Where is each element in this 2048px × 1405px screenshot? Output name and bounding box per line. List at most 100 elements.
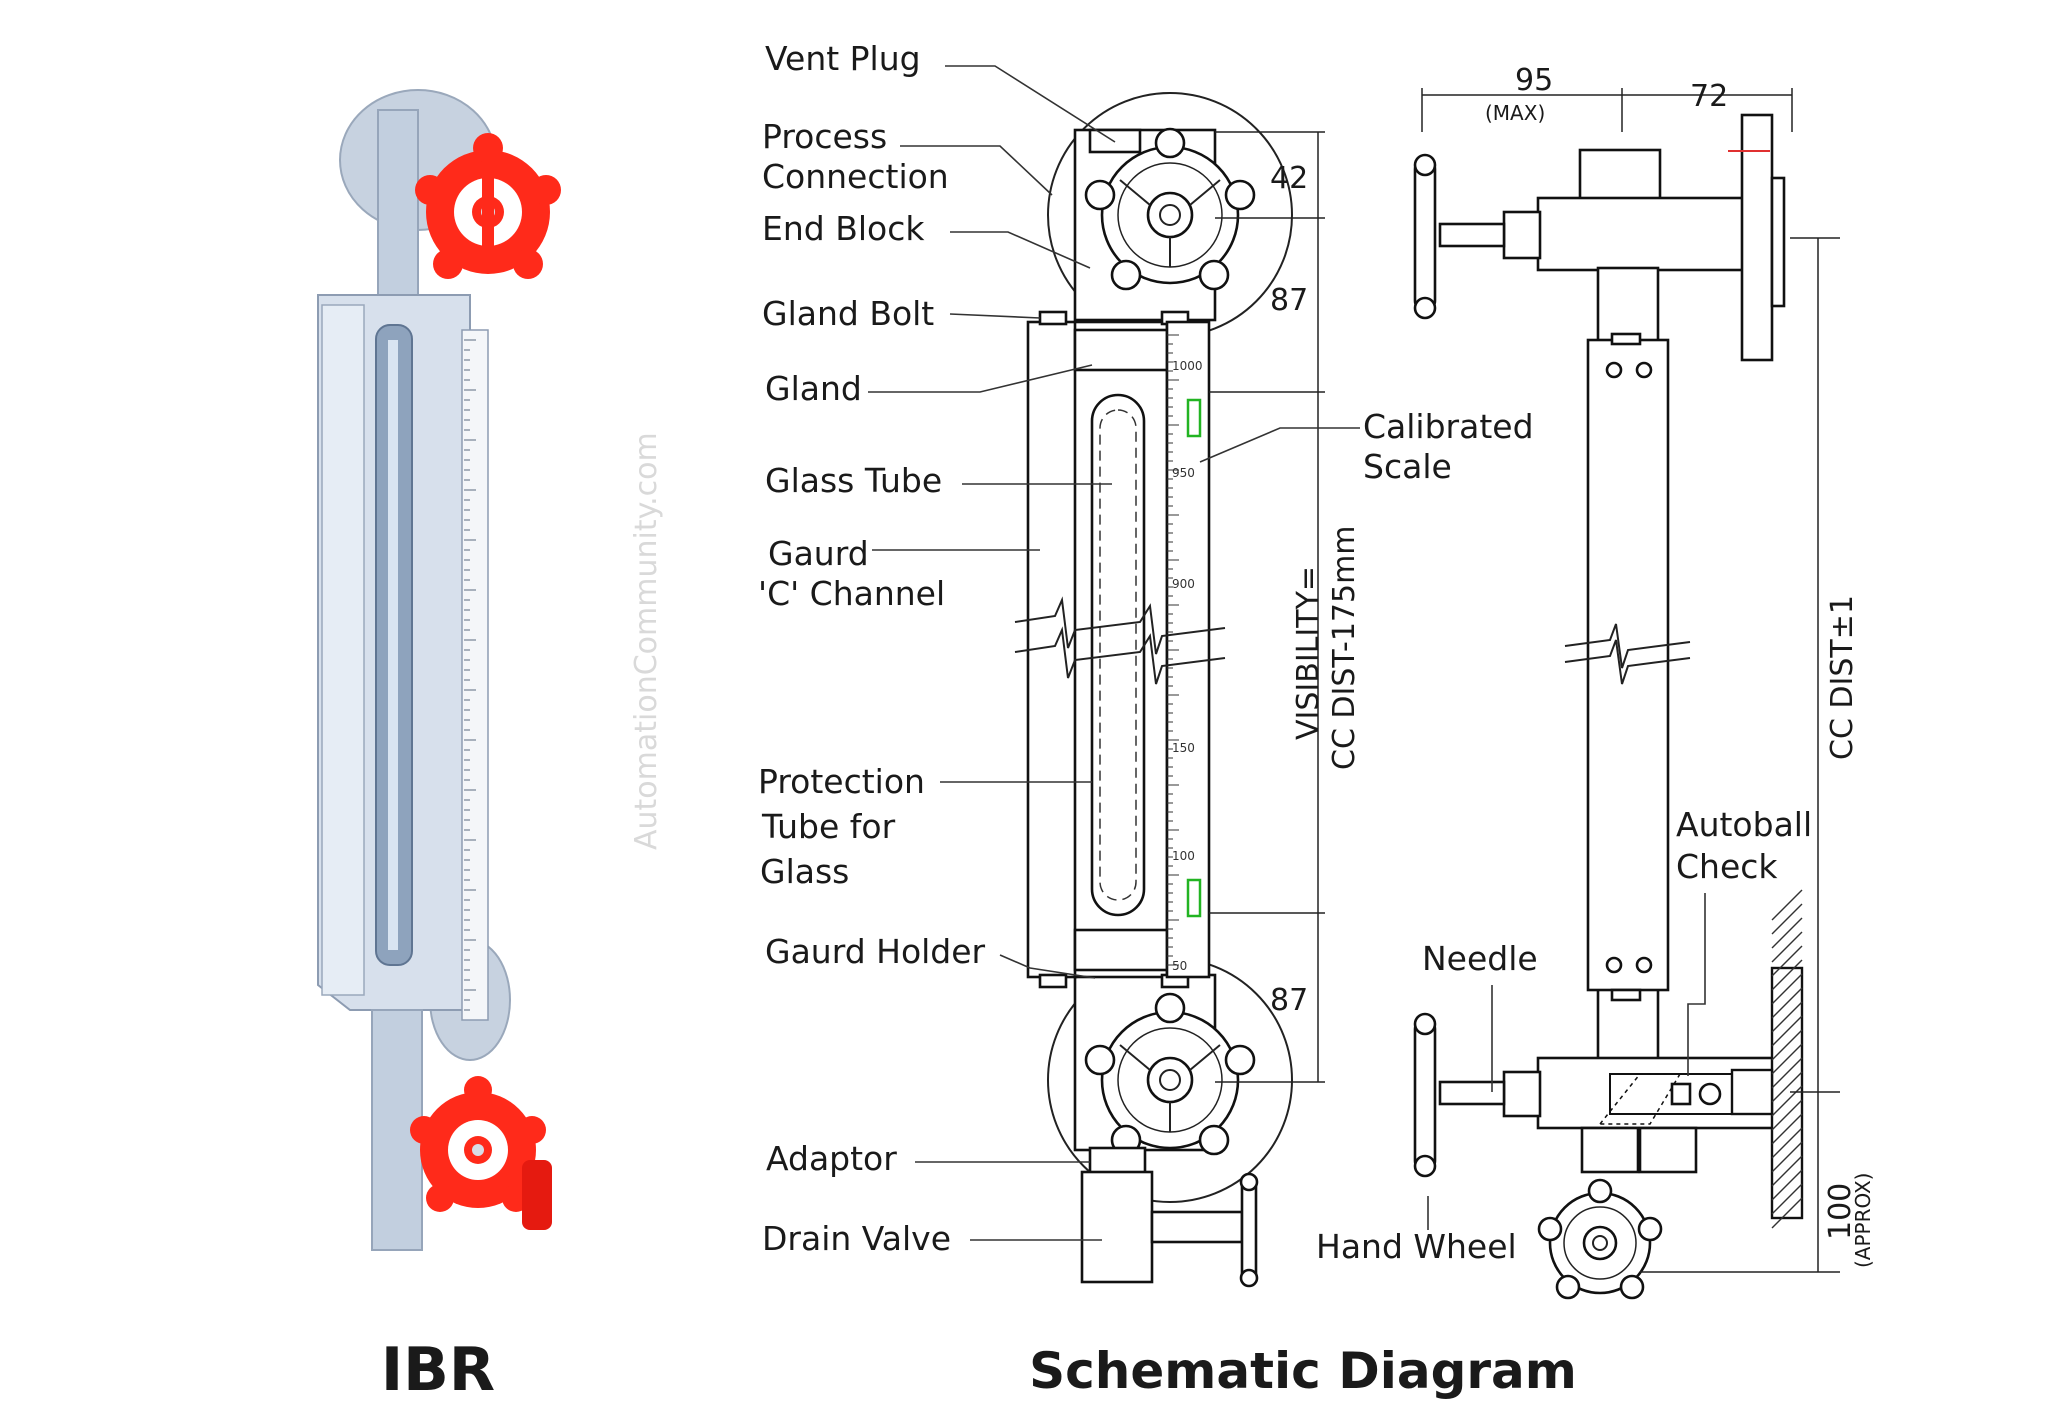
drain-lever bbox=[522, 1160, 552, 1230]
drain-valve-stem bbox=[1150, 1210, 1244, 1244]
drain-valve-body bbox=[1080, 1170, 1154, 1284]
label-process-connection-2: Connection bbox=[762, 157, 949, 196]
label-protection-tube-1: Protection bbox=[758, 762, 925, 801]
side-top-flange-plate bbox=[1740, 113, 1774, 362]
scale-tick-900: 900 bbox=[1172, 577, 1195, 591]
hatch-line bbox=[1771, 1057, 1803, 1089]
hatch-line bbox=[1771, 903, 1803, 935]
side-bottom-stem bbox=[1438, 1080, 1506, 1106]
hatch-line bbox=[1771, 1043, 1803, 1075]
level-gauge-photo: AutomationCommunity.com IBR bbox=[317, 89, 664, 1405]
upper-gland bbox=[1073, 328, 1169, 372]
hatch-line bbox=[1771, 1071, 1803, 1103]
break-line-2 bbox=[1014, 626, 1226, 685]
hatch-line bbox=[1771, 1141, 1803, 1173]
lower-valve-handwheel bbox=[410, 1076, 546, 1212]
green-marker-bottom bbox=[1186, 878, 1202, 918]
label-guard-channel-1: Gaurd bbox=[768, 534, 869, 573]
side-top-block bbox=[1578, 148, 1662, 202]
hatch-line bbox=[1771, 1127, 1803, 1159]
side-top-knob-b bbox=[1413, 296, 1437, 320]
hatch-line bbox=[1771, 1085, 1803, 1117]
photo-scale-ticks bbox=[464, 339, 476, 1011]
hatch-line bbox=[1771, 917, 1803, 949]
autoball bbox=[1698, 1082, 1722, 1106]
side-top-nut bbox=[1502, 210, 1542, 260]
label-hand-wheel: Hand Wheel bbox=[1316, 1227, 1517, 1266]
side-bottom-flange-hatched bbox=[1730, 889, 1804, 1229]
side-top-stem bbox=[1438, 222, 1506, 248]
hatch-line bbox=[1771, 1197, 1803, 1229]
side-top-flange-face bbox=[1770, 176, 1786, 308]
hatch-line bbox=[1771, 1113, 1803, 1145]
label-gland: Gland bbox=[765, 369, 862, 408]
front-schematic: 1000 950 900 150 100 50 42 87 87 VISIBIL… bbox=[758, 39, 1577, 1400]
side-bottom-knob-b bbox=[1413, 1154, 1437, 1178]
label-calibrated-scale-1: Calibrated bbox=[1363, 407, 1534, 446]
scale-tick-950: 950 bbox=[1172, 466, 1195, 480]
dim-100-note: (APPROX) bbox=[1851, 1173, 1875, 1268]
hatch-line bbox=[1771, 889, 1803, 921]
watermark: AutomationCommunity.com bbox=[629, 432, 664, 850]
scale-minor-ticks bbox=[1167, 334, 1179, 966]
dim-cc-dist: CC DIST±1 bbox=[1825, 595, 1860, 760]
label-glass-tube: Glass Tube bbox=[765, 461, 942, 500]
hatch-line bbox=[1771, 1155, 1803, 1187]
side-bottom-handle bbox=[1413, 1018, 1437, 1172]
label-guard-channel-2: 'C' Channel bbox=[758, 574, 945, 613]
label-vent-plug: Vent Plug bbox=[765, 39, 921, 78]
side-schematic: 95 (MAX) 72 bbox=[1316, 63, 1875, 1300]
label-process-connection-1: Process bbox=[762, 117, 887, 156]
drain-handle-knob-top bbox=[1239, 1172, 1259, 1192]
scale-tick-50: 50 bbox=[1172, 959, 1187, 973]
side-top-body bbox=[1536, 196, 1776, 272]
label-autoball-check-2: Check bbox=[1676, 847, 1778, 886]
label-adaptor: Adaptor bbox=[766, 1139, 897, 1178]
hatch-line bbox=[1771, 931, 1803, 963]
side-top-handle bbox=[1413, 158, 1437, 312]
dim-72: 72 bbox=[1690, 79, 1728, 114]
hatch-line bbox=[1771, 1015, 1803, 1047]
hatch-line bbox=[1771, 1099, 1803, 1131]
break-line bbox=[1014, 596, 1226, 655]
label-protection-tube-2: Tube for bbox=[761, 807, 896, 846]
dim-95: 95 bbox=[1515, 63, 1553, 98]
photo-scale bbox=[461, 329, 489, 1021]
side-drain-handwheel bbox=[1537, 1178, 1663, 1300]
dim-87-upper: 87 bbox=[1270, 283, 1308, 318]
dim-visibility-line2: CC DIST-175mm bbox=[1327, 525, 1362, 770]
side-break-line bbox=[1564, 623, 1691, 669]
glass-tube-inner bbox=[388, 340, 398, 950]
hatch-line bbox=[1771, 945, 1803, 977]
label-end-block: End Block bbox=[762, 209, 925, 248]
photo-title: IBR bbox=[381, 1335, 495, 1400]
guard-channel-face bbox=[321, 304, 365, 996]
hatch-line bbox=[1771, 1001, 1803, 1033]
scale-tick-100: 100 bbox=[1172, 849, 1195, 863]
top-handwheel-drawing bbox=[1084, 127, 1256, 291]
dim-visibility-line1: VISIBILITY= bbox=[1291, 566, 1326, 740]
hatch-line bbox=[1771, 1029, 1803, 1061]
label-calibrated-scale-2: Scale bbox=[1363, 447, 1452, 486]
hatch-line bbox=[1771, 973, 1803, 1005]
dim-87-lower: 87 bbox=[1270, 983, 1308, 1018]
hatch-line bbox=[1771, 987, 1803, 1019]
drain-handle-knob-bottom bbox=[1239, 1268, 1259, 1288]
drain-valve-handle bbox=[1240, 1178, 1258, 1282]
hatch-line bbox=[1771, 1183, 1803, 1215]
dim-100: 100 bbox=[1823, 1183, 1858, 1240]
scale-tick-1000: 1000 bbox=[1172, 359, 1203, 373]
green-marker-top bbox=[1186, 398, 1202, 438]
diagram-title: Schematic Diagram bbox=[1029, 1342, 1577, 1400]
side-drain-block-2 bbox=[1638, 1126, 1698, 1174]
upper-valve-handwheel bbox=[415, 133, 561, 279]
lower-gland bbox=[1073, 928, 1169, 972]
label-autoball-check-1: Autoball bbox=[1676, 805, 1812, 844]
hatch-line bbox=[1771, 959, 1803, 991]
dim-42: 42 bbox=[1270, 161, 1308, 196]
scale-tick-150: 150 bbox=[1172, 741, 1195, 755]
hatch-line bbox=[1771, 1169, 1803, 1201]
protection-tube-drawing bbox=[1099, 409, 1137, 901]
